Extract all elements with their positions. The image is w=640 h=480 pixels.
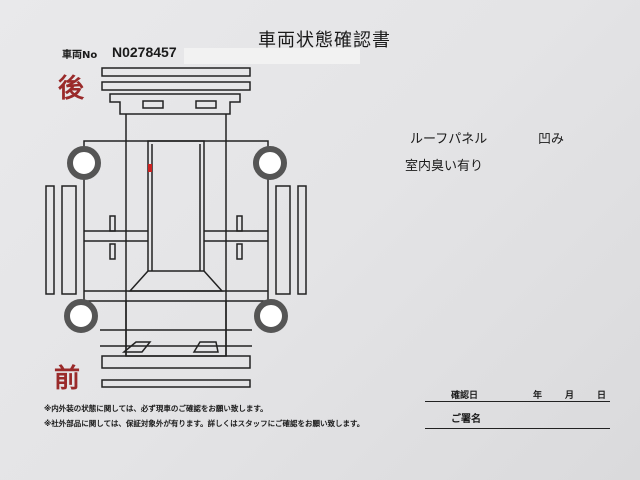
document-title: 車両状態確認書 [258, 30, 391, 51]
rear-bumper [101, 81, 251, 91]
damage-note-part: ルーフパネル [410, 132, 488, 147]
rear-lamp-left [142, 100, 164, 109]
left-side-sill [45, 185, 55, 295]
door-handle [236, 243, 243, 260]
signature-label: ご署名 [451, 414, 481, 425]
redacted-area [184, 48, 360, 64]
body-sides [125, 114, 227, 356]
vehicle-no: N0278457 [112, 44, 177, 60]
left-side-panel [61, 185, 77, 295]
door-lines [84, 230, 268, 242]
vehicle-diagram [45, 67, 307, 388]
year-label: 年 [533, 391, 543, 401]
wheel-front-left [64, 299, 98, 333]
day-label: 日 [597, 391, 607, 401]
front-label: 前 [54, 364, 81, 394]
damage-mark [148, 164, 152, 172]
confirm-date-field: 確認日 年 月 日 [425, 388, 610, 402]
roof-panel [147, 140, 205, 272]
front-bumper [101, 355, 251, 369]
door-handle [236, 215, 243, 232]
wheel-rear-left [67, 146, 101, 180]
disclaimer-2: ※社外部品に関しては、保証対象外が有ります。詳しくはスタッフにご確認をお願い致し… [44, 419, 365, 428]
interior-note: 室内臭い有り [405, 159, 484, 174]
door-handle [109, 243, 116, 260]
month-label: 月 [565, 391, 575, 401]
right-side-sill [297, 185, 307, 295]
signature-field: ご署名 [425, 410, 610, 429]
front-bumper-bar [101, 379, 251, 388]
right-side-panel [275, 185, 291, 295]
door-handle [109, 215, 116, 232]
disclaimer-1: ※内外装の状態に関しては、必ず現車のご確認をお願い致します。 [44, 404, 268, 413]
vehicle-no-label: 車両No [62, 50, 98, 61]
rear-label: 後 [58, 74, 85, 104]
front-lines [100, 329, 252, 347]
damage-note-condition: 凹み [538, 132, 565, 147]
roof-rails [151, 144, 201, 271]
rear-lamp-right [195, 100, 217, 109]
wheel-rear-right [253, 146, 287, 180]
headlamps [121, 341, 219, 353]
rear-panel [109, 93, 241, 115]
rear-bumper-bar [101, 67, 251, 77]
confirm-date-label: 確認日 [451, 391, 479, 401]
wheel-front-right [254, 299, 288, 333]
body-outline [83, 140, 269, 302]
windshield [128, 270, 224, 292]
